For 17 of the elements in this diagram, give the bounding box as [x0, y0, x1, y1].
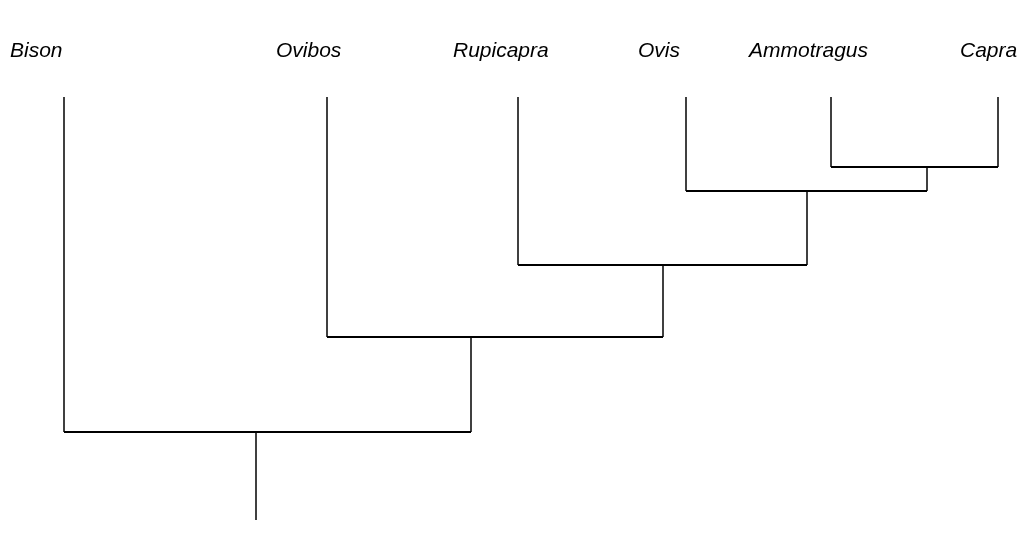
tree-branch-line — [926, 166, 928, 192]
tree-branch-line — [326, 96, 328, 338]
tree-branch-line — [470, 336, 472, 433]
tree-branch-line — [517, 96, 519, 266]
tree-branch-line — [662, 264, 664, 338]
taxon-label: Rupicapra — [453, 38, 549, 62]
tree-branch-line — [255, 431, 257, 521]
taxon-label: Ovibos — [276, 38, 342, 62]
tree-branch-line — [806, 190, 808, 266]
taxon-label: Ovis — [638, 38, 680, 62]
taxon-label: Bison — [10, 38, 63, 62]
tree-branch-line — [685, 96, 687, 192]
tree-branch-line — [997, 96, 999, 168]
tree-branch-line — [63, 96, 65, 433]
taxon-label: Ammotragus — [749, 38, 869, 62]
tree-branch-line — [830, 96, 832, 168]
taxon-label: Capra — [960, 38, 1018, 62]
